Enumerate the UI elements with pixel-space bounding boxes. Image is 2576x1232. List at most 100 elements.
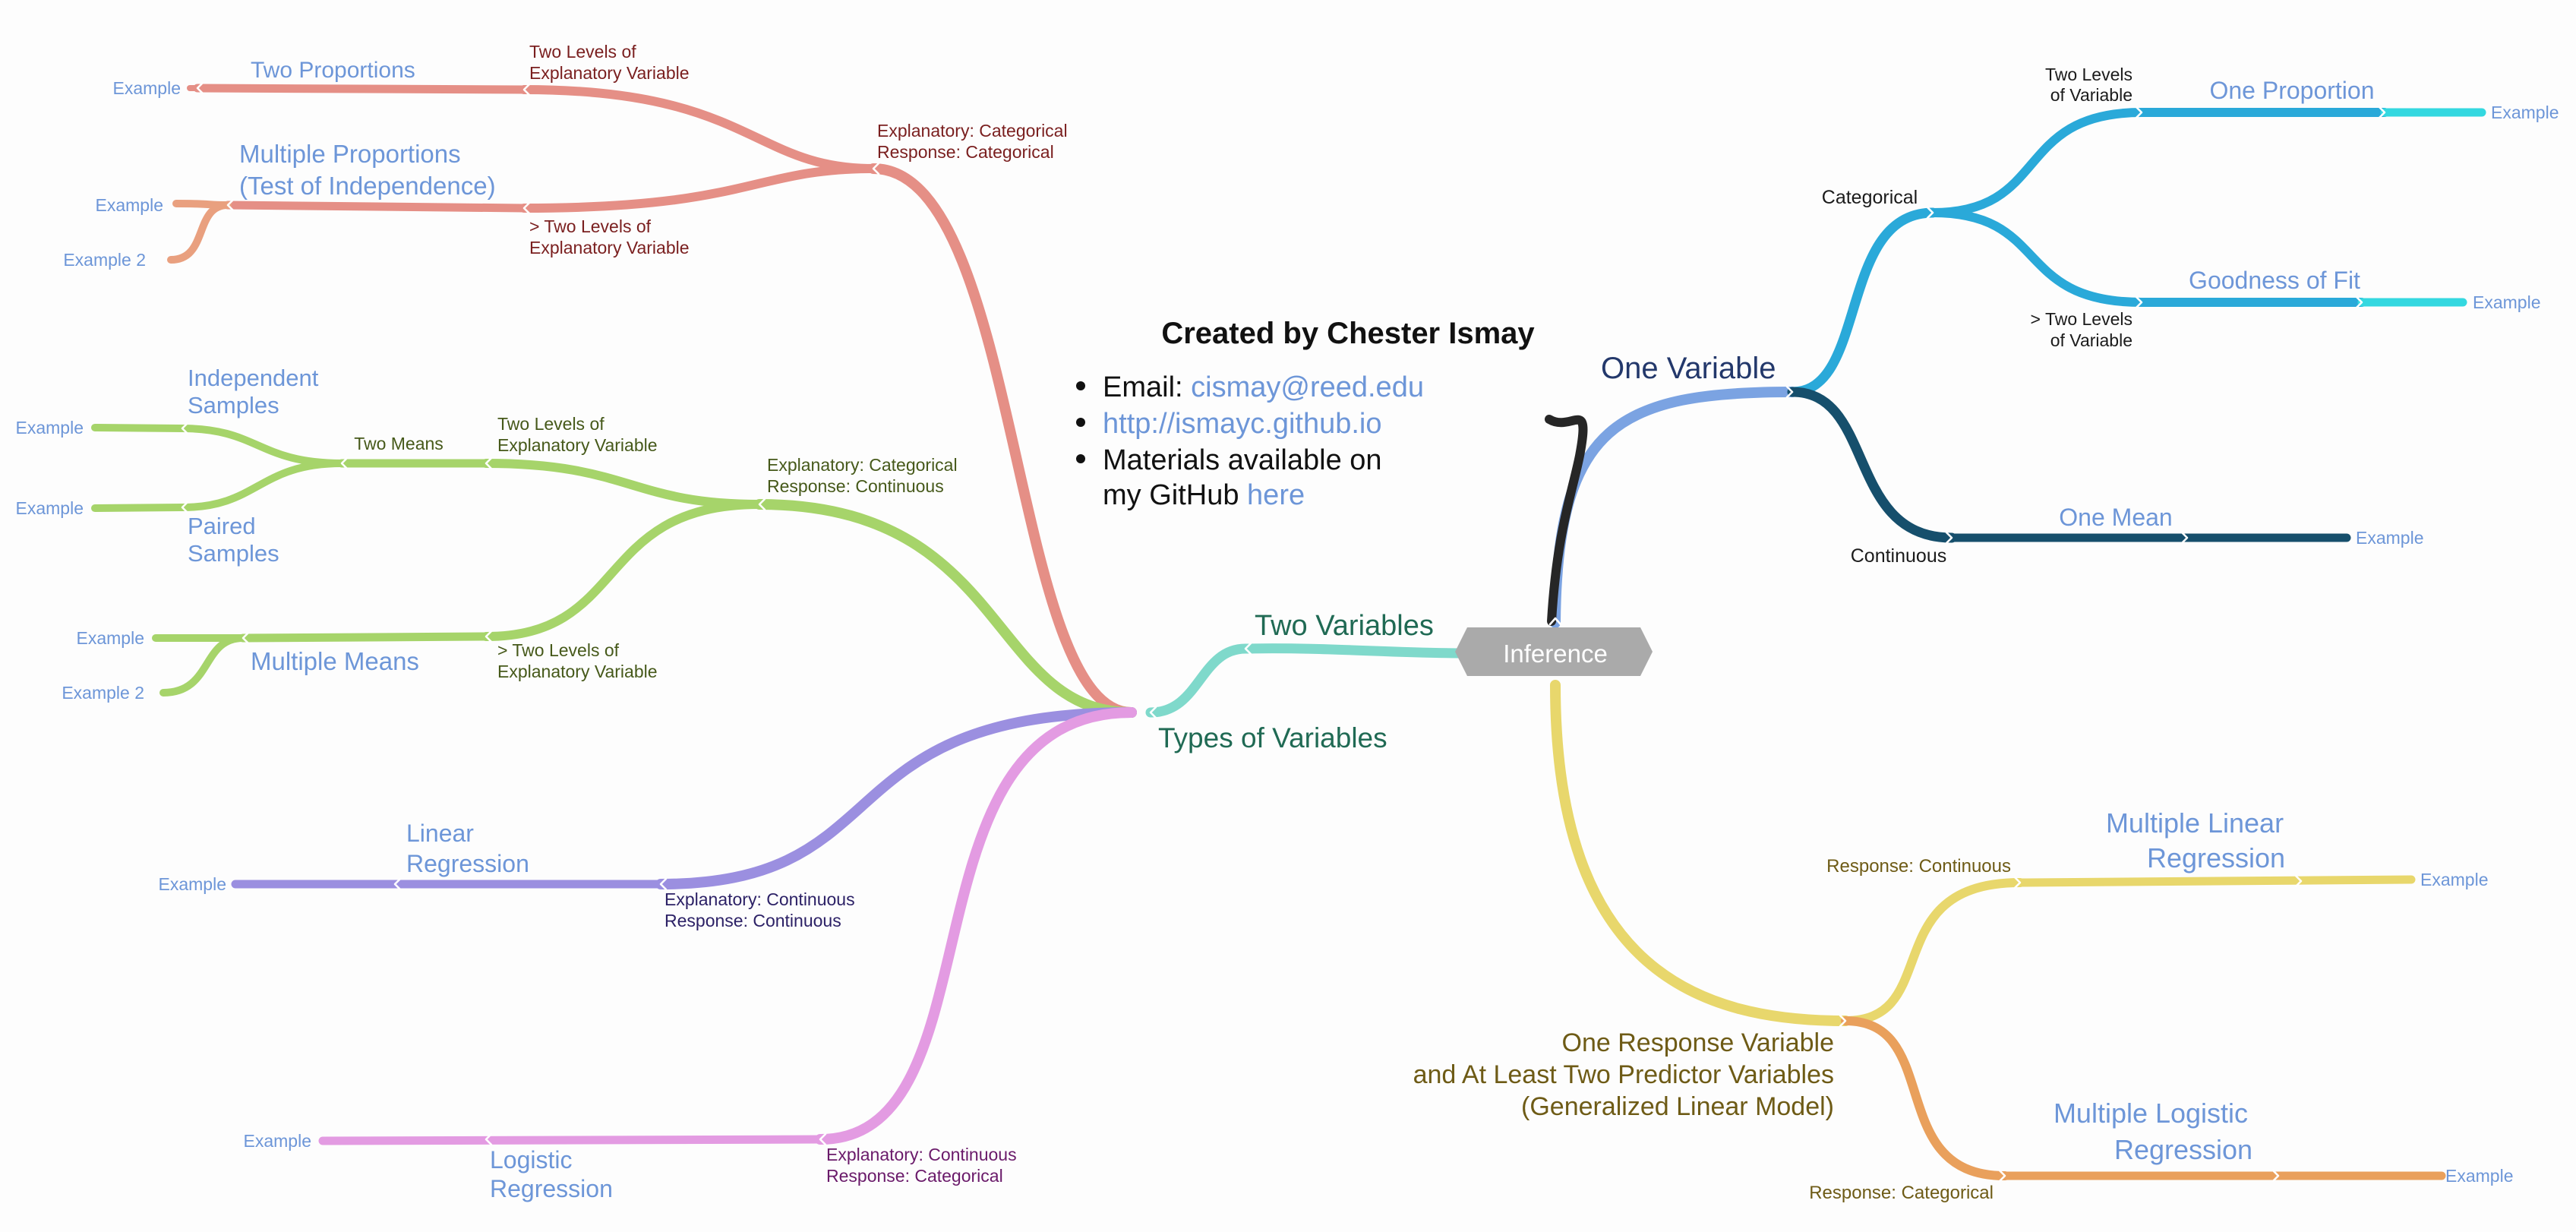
tip-linear-reg bbox=[393, 877, 402, 891]
root-node-inference[interactable]: Inference bbox=[1455, 617, 1653, 676]
example-two-proportions[interactable]: Example bbox=[113, 78, 181, 98]
branches bbox=[91, 84, 2486, 1180]
label-one-variable[interactable]: One Variable bbox=[1601, 352, 1776, 385]
label-multiple-logistic-1[interactable]: Multiple Logistic bbox=[2054, 1098, 2248, 1129]
branch-continuous bbox=[1787, 387, 1957, 543]
tip-resp-cat bbox=[1998, 1169, 2006, 1183]
label-multiple-linear-1[interactable]: Multiple Linear bbox=[2106, 807, 2284, 839]
materials-line-2: my GitHub here bbox=[1103, 479, 1305, 511]
tip-cat-cont bbox=[758, 498, 766, 511]
tip-categorical bbox=[1926, 206, 1934, 220]
branch-multiple-means-examples bbox=[152, 634, 247, 697]
label-means-two-levels-1[interactable]: Two Levels of bbox=[497, 414, 605, 434]
branch-glm bbox=[1550, 680, 1851, 1026]
label-gt-two-levels-expl-1[interactable]: > Two Levels of bbox=[529, 216, 652, 236]
email-link[interactable]: cismay@reed.edu bbox=[1191, 371, 1424, 403]
github-here-link[interactable]: here bbox=[1247, 479, 1305, 511]
label-multiple-linear-2: Regression bbox=[2147, 842, 2285, 873]
tip-ind-samples bbox=[181, 422, 189, 435]
left-labels: Explanatory: Categorical Response: Categ… bbox=[16, 42, 1434, 1202]
tip-mult-logistic bbox=[2271, 1169, 2280, 1183]
example-multiple-means-2[interactable]: Example 2 bbox=[62, 683, 144, 703]
label-categorical[interactable]: Categorical bbox=[1822, 187, 1918, 208]
label-two-proportions[interactable]: Two Proportions bbox=[251, 58, 415, 83]
label-independent-samples-1[interactable]: Independent bbox=[188, 365, 319, 391]
label-cat-cat-2: Response: Categorical bbox=[877, 142, 1054, 162]
email-line: Email: cismay@reed.edu bbox=[1103, 371, 1424, 403]
root-top-tip bbox=[1548, 617, 1562, 626]
label-cont-cont-2: Response: Continuous bbox=[665, 911, 841, 930]
materials-text: my GitHub bbox=[1103, 479, 1247, 511]
branch-multiple-means bbox=[238, 632, 491, 643]
bullet-email bbox=[1076, 381, 1085, 390]
branch-multiple-proportions-examples bbox=[167, 200, 232, 264]
example-multiple-proportions-2[interactable]: Example 2 bbox=[63, 250, 146, 270]
label-types-of-variables[interactable]: Types of Variables bbox=[1158, 722, 1387, 753]
example-paired-samples[interactable]: Example bbox=[16, 498, 84, 518]
label-cont-cat-1[interactable]: Explanatory: Continuous bbox=[826, 1145, 1017, 1164]
example-multiple-proportions[interactable]: Example bbox=[96, 195, 163, 215]
example-logistic-regression[interactable]: Example bbox=[244, 1131, 311, 1151]
branch-categorical bbox=[1787, 207, 1938, 397]
branch-means-gt-two-levels bbox=[481, 500, 764, 641]
label-response-categorical[interactable]: Response: Categorical bbox=[1809, 1183, 1994, 1203]
label-glm-1[interactable]: One Response Variable bbox=[1562, 1028, 1834, 1057]
label-paired-samples-2: Samples bbox=[188, 540, 279, 567]
tip-logistic-reg bbox=[485, 1132, 493, 1146]
branch-one-variable bbox=[1550, 387, 1798, 628]
label-goodness-of-fit[interactable]: Goodness of Fit bbox=[2189, 267, 2360, 294]
label-linear-regression-1[interactable]: Linear bbox=[406, 820, 474, 847]
example-multiple-means[interactable]: Example bbox=[77, 628, 144, 648]
branch-cont-cont bbox=[655, 707, 1137, 889]
credits-title: Created by Chester Ismay bbox=[1161, 317, 1535, 350]
tip-glm bbox=[1839, 1014, 1847, 1028]
label-means-gt-two-levels-1[interactable]: > Two Levels of bbox=[497, 640, 620, 660]
branch-multiple-proportions-levels bbox=[519, 164, 878, 213]
label-continuous[interactable]: Continuous bbox=[1851, 545, 1946, 567]
label-multiple-proportions-1[interactable]: Multiple Proportions bbox=[239, 140, 461, 168]
tip-types-hub bbox=[1149, 706, 1157, 719]
label-logistic-regression-1[interactable]: Logistic bbox=[490, 1146, 573, 1174]
tip-mult-linear bbox=[2294, 874, 2303, 888]
example-one-mean[interactable]: Example bbox=[2356, 528, 2423, 548]
label-independent-samples-2: Samples bbox=[188, 392, 279, 419]
example-one-proportion[interactable]: Example bbox=[2491, 103, 2559, 122]
label-paired-samples-1[interactable]: Paired bbox=[188, 513, 256, 539]
tip-continuous bbox=[1945, 531, 1953, 545]
tip-one-prop-levels bbox=[2135, 106, 2143, 119]
tip-one-prop bbox=[2378, 106, 2386, 119]
label-one-mean[interactable]: One Mean bbox=[2059, 504, 2172, 531]
example-multiple-logistic[interactable]: Example bbox=[2445, 1166, 2513, 1186]
label-means-gt-two-levels-2: Explanatory Variable bbox=[497, 662, 658, 681]
tip-means-two-levels bbox=[485, 456, 493, 470]
label-two-levels-of-variable-1[interactable]: Two Levels bbox=[2045, 65, 2132, 84]
label-means-two-levels-2: Explanatory Variable bbox=[497, 435, 658, 455]
label-multiple-means[interactable]: Multiple Means bbox=[251, 647, 419, 675]
example-multiple-linear[interactable]: Example bbox=[2420, 870, 2488, 889]
label-two-levels-expl-1[interactable]: Two Levels of bbox=[529, 42, 636, 62]
label-cont-cont-1[interactable]: Explanatory: Continuous bbox=[665, 889, 855, 909]
label-response-continuous[interactable]: Response: Continuous bbox=[1826, 856, 2011, 877]
label-two-variables[interactable]: Two Variables bbox=[1255, 610, 1434, 642]
tip-mult-prop-levels bbox=[522, 201, 531, 215]
tip-two-means bbox=[340, 456, 349, 470]
label-cat-cat-1[interactable]: Explanatory: Categorical bbox=[877, 121, 1068, 141]
credits-block: Created by Chester Ismay Email: cismay@r… bbox=[1076, 317, 1535, 511]
label-gt-two-levels-of-variable-1[interactable]: > Two Levels bbox=[2031, 309, 2132, 329]
tip-cont-cont bbox=[659, 877, 668, 891]
label-multiple-logistic-2: Regression bbox=[2114, 1134, 2252, 1165]
label-two-means[interactable]: Two Means bbox=[354, 434, 444, 453]
example-independent-samples[interactable]: Example bbox=[16, 418, 84, 438]
label-logistic-regression-2: Regression bbox=[490, 1175, 613, 1202]
website-link[interactable]: http://ismayc.github.io bbox=[1103, 408, 1382, 440]
label-one-proportion[interactable]: One Proportion bbox=[2209, 77, 2374, 104]
branch-cat-cat bbox=[868, 163, 1137, 718]
label-cat-cont-1[interactable]: Explanatory: Categorical bbox=[767, 455, 958, 475]
root-node-shape bbox=[1455, 627, 1653, 676]
tip-mult-means bbox=[242, 631, 250, 645]
tip-one-mean bbox=[2180, 531, 2189, 545]
example-linear-regression[interactable]: Example bbox=[159, 874, 226, 894]
example-goodness-of-fit[interactable]: Example bbox=[2473, 292, 2540, 312]
node-tips bbox=[181, 81, 2386, 1183]
